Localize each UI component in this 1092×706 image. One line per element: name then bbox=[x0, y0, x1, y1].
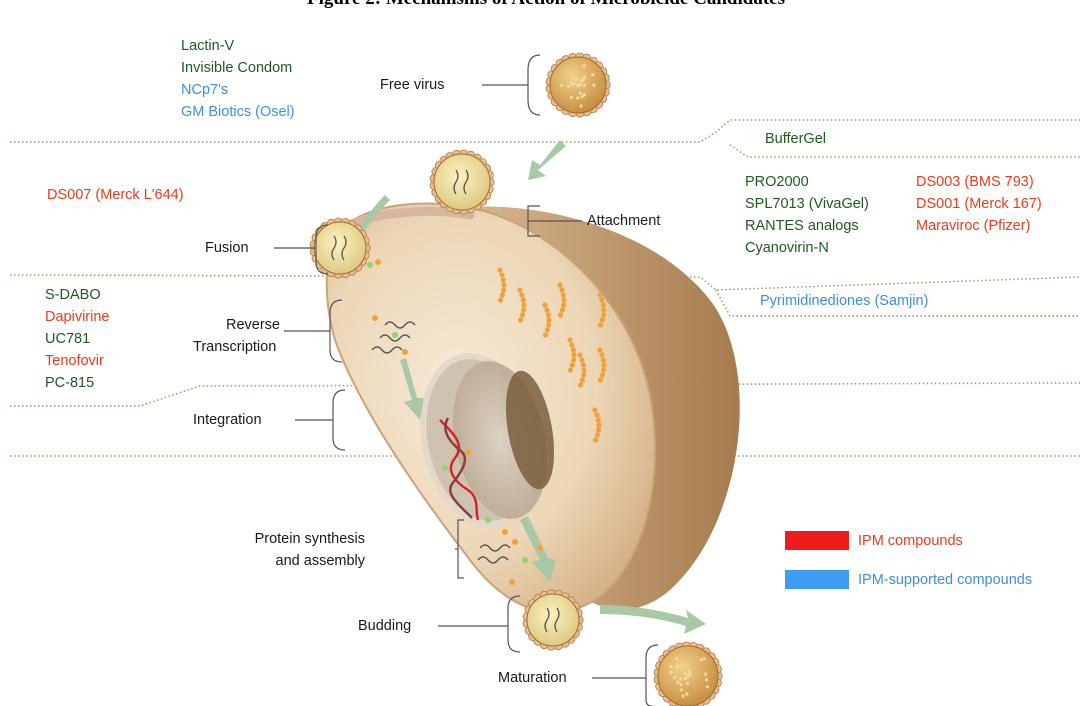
legend-label-ipm: IPM compounds bbox=[858, 530, 963, 552]
particle-dot bbox=[375, 259, 381, 265]
compound-name: S-DABO bbox=[45, 284, 109, 306]
compound-name: UC781 bbox=[45, 328, 109, 350]
compound-name: NCp7's bbox=[181, 79, 295, 101]
compound-name: RANTES analogs bbox=[745, 215, 869, 237]
arrow-release bbox=[600, 605, 706, 634]
stage-label-budding: Budding bbox=[358, 615, 411, 637]
particle-dot bbox=[402, 349, 408, 355]
stage-label-reverse: Reverse bbox=[190, 314, 280, 336]
compound-name: Dapivirine bbox=[45, 306, 109, 328]
particle-dot bbox=[367, 262, 373, 268]
particle-dot bbox=[512, 539, 518, 545]
compound-name: GM Biotics (Osel) bbox=[181, 101, 295, 123]
particle-dot bbox=[372, 315, 378, 321]
particle-dot bbox=[502, 529, 508, 535]
legend-label-ipm-supported: IPM-supported compounds bbox=[858, 569, 1032, 591]
compounds-rt-right: Pyrimidinediones (Samjin) bbox=[760, 290, 928, 312]
compounds-rt-left: S-DABODapivirineUC781TenofovirPC-815 bbox=[45, 284, 109, 394]
legend-swatch-ipm-supported bbox=[785, 570, 849, 589]
compound-name: Maraviroc (Pfizer) bbox=[916, 215, 1042, 237]
compound-name: DS007 (Merck L'644) bbox=[47, 184, 184, 206]
compound-name: Tenofovir bbox=[45, 350, 109, 372]
stage-label-free-virus: Free virus bbox=[380, 74, 444, 96]
divider-line-1 bbox=[10, 120, 1080, 142]
compound-name: Invisible Condom bbox=[181, 57, 295, 79]
stage-label-integration: Integration bbox=[193, 409, 262, 431]
bracket-maturation bbox=[592, 645, 658, 706]
virus-attaching bbox=[430, 150, 494, 214]
legend-swatch-ipm bbox=[785, 531, 849, 550]
stage-label-maturation: Maturation bbox=[498, 667, 567, 689]
stage-label-assembly: and assembly bbox=[190, 550, 365, 572]
compound-name: PRO2000 bbox=[745, 171, 869, 193]
compounds-buffer: BufferGel bbox=[765, 128, 826, 150]
stage-label-attachment: Attachment bbox=[587, 210, 660, 232]
bracket-budding bbox=[438, 596, 520, 652]
compound-name: PC-815 bbox=[45, 372, 109, 394]
compound-name: DS003 (BMS 793) bbox=[916, 171, 1042, 193]
bracket-free-virus bbox=[482, 55, 540, 115]
arrow-virus-to-cell bbox=[528, 140, 566, 180]
compound-name: BufferGel bbox=[765, 128, 826, 150]
particle-dot bbox=[522, 557, 528, 563]
particle-dot bbox=[392, 332, 398, 338]
compound-name: Pyrimidinediones (Samjin) bbox=[760, 290, 928, 312]
virus-free bbox=[546, 53, 610, 117]
compounds-attachment-right: DS003 (BMS 793)DS001 (Merck 167)Maraviro… bbox=[916, 171, 1042, 237]
compound-name: SPL7013 (VivaGel) bbox=[745, 193, 869, 215]
compound-name: DS001 (Merck 167) bbox=[916, 193, 1042, 215]
bracket-integration bbox=[295, 390, 345, 450]
particle-dot bbox=[537, 545, 543, 551]
particle-dot bbox=[465, 449, 471, 455]
virus-mature bbox=[654, 642, 722, 706]
compounds-attachment-left: PRO2000SPL7013 (VivaGel)RANTES analogsCy… bbox=[745, 171, 869, 259]
stage-label-transcription: Transcription bbox=[193, 336, 276, 358]
stage-label-fusion: Fusion bbox=[205, 237, 249, 259]
compound-name: Cyanovirin-N bbox=[745, 237, 869, 259]
compound-name: Lactin-V bbox=[181, 35, 295, 57]
compounds-free-virus: Lactin-VInvisible CondomNCp7'sGM Biotics… bbox=[181, 35, 295, 123]
particle-dot bbox=[442, 465, 448, 471]
particle-dot bbox=[485, 517, 491, 523]
virus-fusing bbox=[310, 218, 370, 278]
stage-label-protein-synthesis: Protein synthesis bbox=[190, 528, 365, 550]
compounds-fusion: DS007 (Merck L'644) bbox=[47, 184, 184, 206]
particle-dot bbox=[509, 579, 515, 585]
